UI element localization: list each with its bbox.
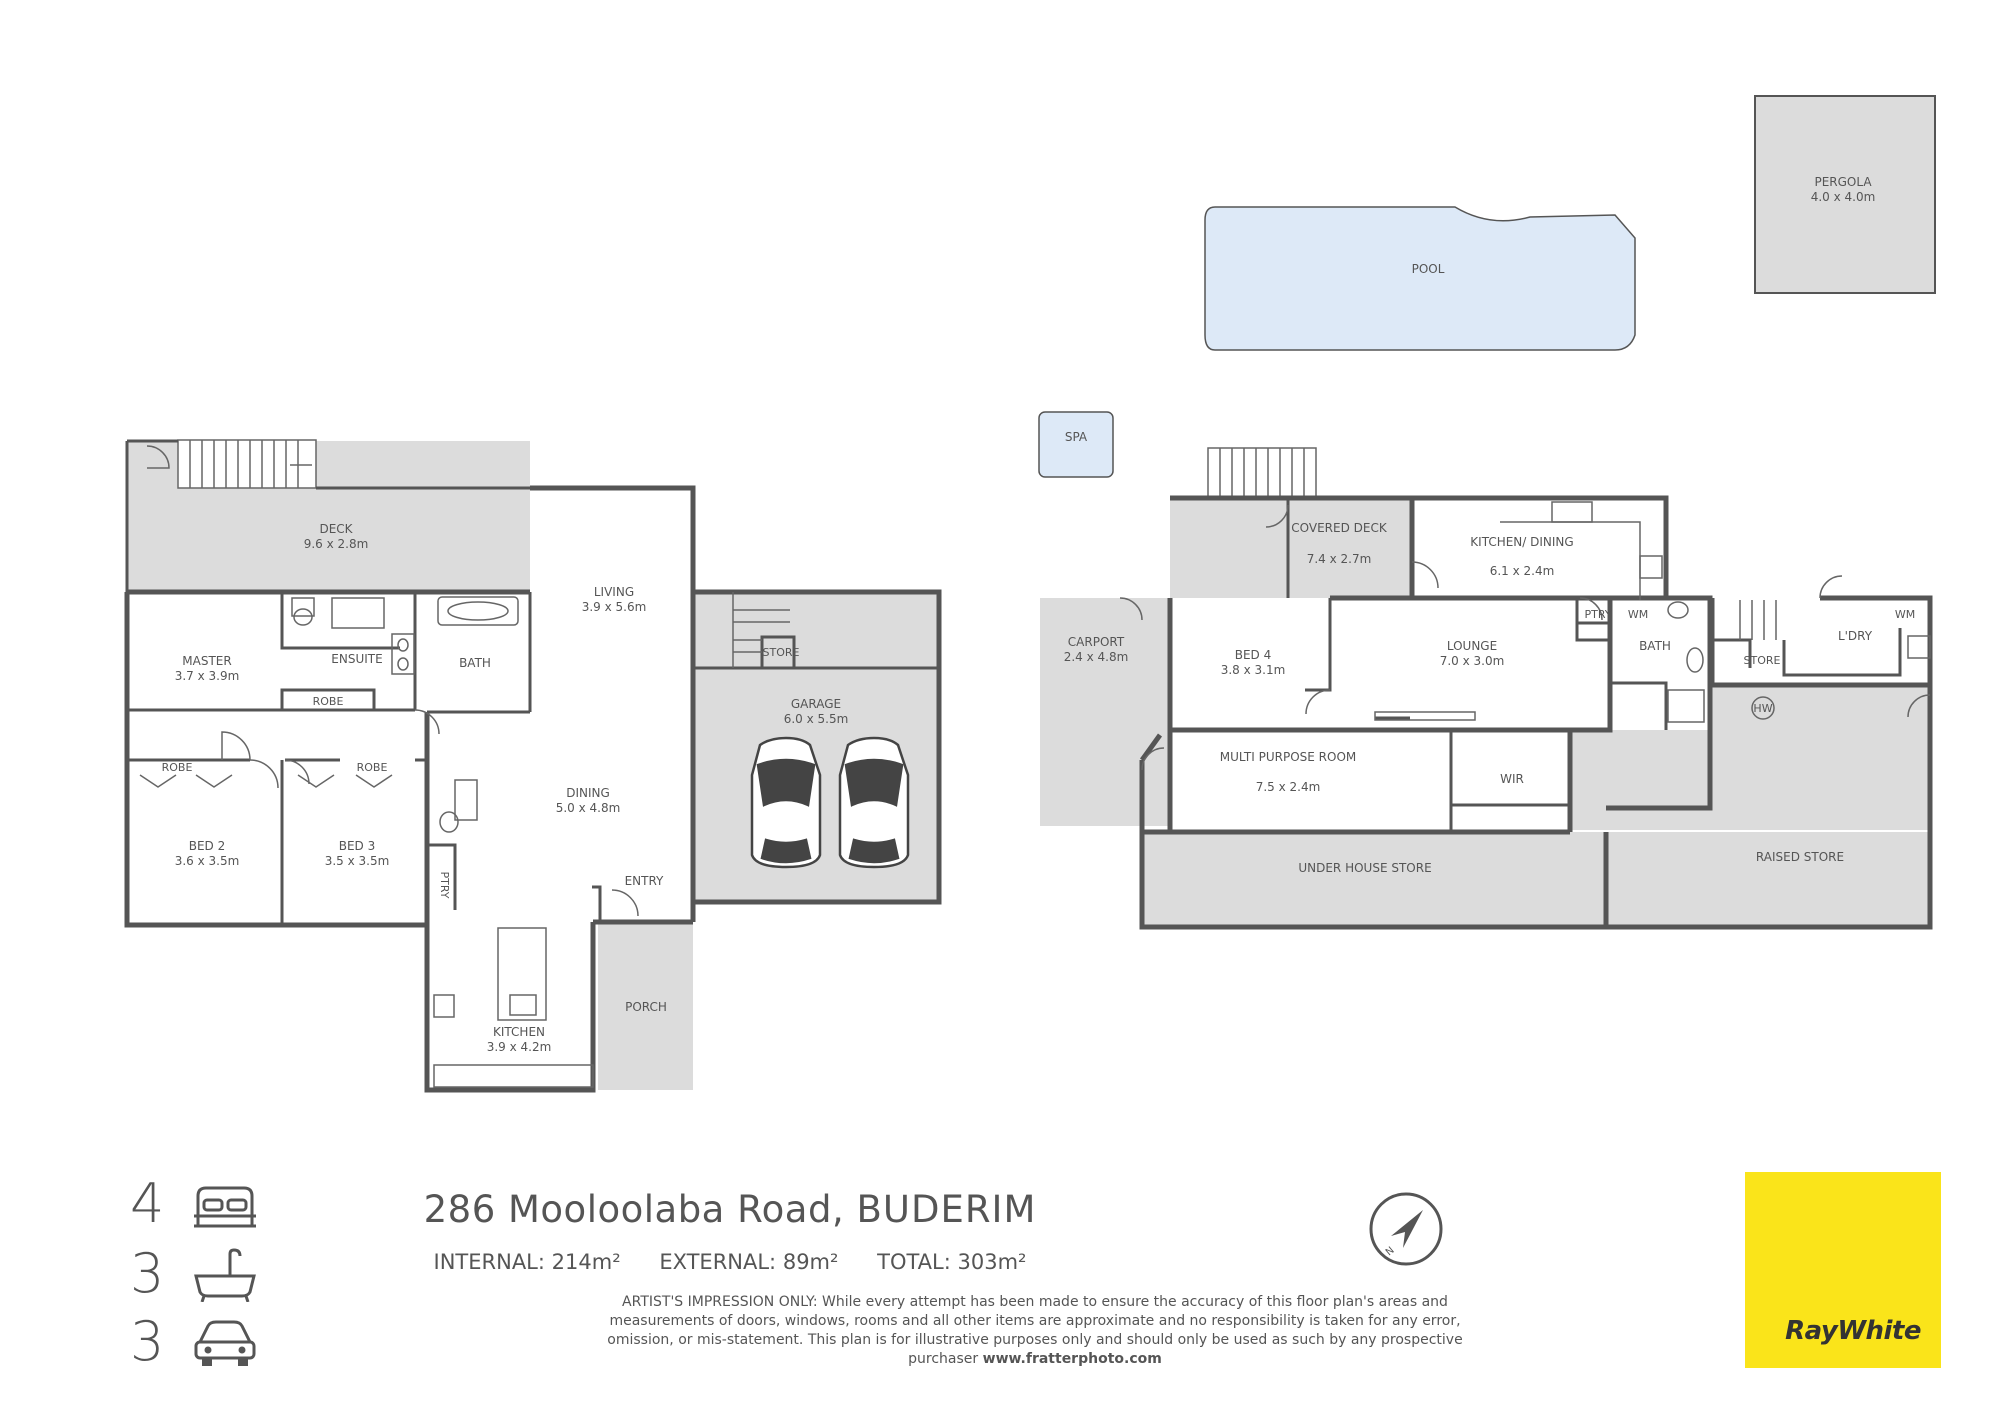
room-size: 7.0 x 3.0m bbox=[1440, 654, 1505, 668]
room-name: BATH bbox=[1639, 639, 1671, 653]
car-icon bbox=[194, 1320, 256, 1366]
internal-area-label: INTERNAL: bbox=[433, 1250, 545, 1274]
room-size: 7.5 x 2.4m bbox=[1256, 780, 1321, 794]
disclaimer-lead: ARTIST'S IMPRESSION ONLY: bbox=[622, 1294, 818, 1310]
room-name: ROBE bbox=[313, 695, 344, 708]
room-name: LOUNGE bbox=[1447, 639, 1497, 653]
bed-count: 4 bbox=[130, 1172, 260, 1235]
room-name: ENTRY bbox=[625, 874, 664, 888]
internal-area: INTERNAL: 214m² bbox=[434, 1250, 621, 1274]
room-size: 6.0 x 5.5m bbox=[784, 712, 849, 726]
room-size: 3.7 x 3.9m bbox=[175, 669, 240, 683]
floor-plan: DECK 9.6 x 2.8m LIVING 3.9 x 5.6m MASTER… bbox=[124, 95, 1936, 1093]
room-name: RAISED STORE bbox=[1756, 850, 1844, 864]
room-size: 6.1 x 2.4m bbox=[1490, 564, 1555, 578]
room-name: ROBE bbox=[162, 761, 193, 774]
external-area-label: EXTERNAL: bbox=[659, 1250, 777, 1274]
bed-count-value: 4 bbox=[130, 1172, 165, 1235]
property-address: 286 Mooloolaba Road, BUDERIM bbox=[0, 1188, 1460, 1231]
total-area: TOTAL: 303m² bbox=[877, 1250, 1026, 1274]
car-shape bbox=[750, 736, 822, 869]
car-shape bbox=[838, 736, 910, 869]
room-name: GARAGE bbox=[791, 697, 841, 711]
room-size: 9.6 x 2.8m bbox=[304, 537, 369, 551]
room-name: HW bbox=[1753, 702, 1772, 715]
total-area-value: 303m² bbox=[957, 1250, 1027, 1274]
room-name: PORCH bbox=[625, 1000, 667, 1014]
raywhite-logo: RayWhite bbox=[1745, 1172, 1941, 1368]
room-name: CARPORT bbox=[1068, 635, 1125, 649]
room-name: KITCHEN/ DINING bbox=[1470, 535, 1573, 549]
room-size: 5.0 x 4.8m bbox=[556, 801, 621, 815]
disclaimer-body: While every attempt has been made to ens… bbox=[607, 1294, 1463, 1367]
room-name: DECK bbox=[319, 522, 353, 536]
plan-footer: 4 3 3 286 Mooloolaba Road, BUDERIM bbox=[0, 1150, 2000, 1414]
room-labels: DECK 9.6 x 2.8m LIVING 3.9 x 5.6m MASTER… bbox=[162, 175, 1916, 1054]
room-name: UNDER HOUSE STORE bbox=[1298, 861, 1431, 875]
room-name: KITCHEN bbox=[493, 1025, 545, 1039]
logo-text: RayWhite bbox=[1785, 1316, 1921, 1346]
lower-floor bbox=[1038, 95, 1936, 930]
address-suburb: BUDERIM bbox=[856, 1188, 1037, 1231]
room-name: BED 3 bbox=[339, 839, 376, 853]
room-name: COVERED DECK bbox=[1291, 521, 1388, 535]
bed-icon bbox=[194, 1186, 256, 1227]
room-size: 3.6 x 3.5m bbox=[175, 854, 240, 868]
room-name: SPA bbox=[1065, 430, 1088, 444]
disclaimer-site[interactable]: www.fratterphoto.com bbox=[982, 1351, 1162, 1367]
bath-count-value: 3 bbox=[130, 1242, 165, 1305]
bath-count: 3 bbox=[130, 1242, 260, 1305]
room-name: WM bbox=[1628, 608, 1648, 621]
room-size: 2.4 x 4.8m bbox=[1064, 650, 1129, 664]
upper-floor bbox=[124, 439, 942, 1093]
room-name: BED 4 bbox=[1235, 648, 1272, 662]
room-size: 3.5 x 3.5m bbox=[325, 854, 390, 868]
room-name: PERGOLA bbox=[1814, 175, 1872, 189]
room-name: STORE bbox=[763, 646, 800, 659]
room-name: BATH bbox=[459, 656, 491, 670]
car-count: 3 bbox=[130, 1310, 260, 1373]
room-name: MASTER bbox=[182, 654, 231, 668]
compass-north-icon: N bbox=[1369, 1192, 1443, 1266]
room-name: POOL bbox=[1412, 262, 1445, 276]
room-name: LIVING bbox=[594, 585, 634, 599]
bathtub-icon bbox=[194, 1247, 256, 1302]
total-area-label: TOTAL: bbox=[877, 1250, 951, 1274]
room-size: 7.4 x 2.7m bbox=[1307, 552, 1372, 566]
room-name: PTRY bbox=[1584, 608, 1611, 621]
floor-areas: INTERNAL: 214m² EXTERNAL: 89m² TOTAL: 30… bbox=[0, 1250, 1460, 1274]
room-name: BED 2 bbox=[189, 839, 226, 853]
external-area-value: 89m² bbox=[782, 1250, 839, 1274]
room-name: WM bbox=[1895, 608, 1915, 621]
room-size: 3.8 x 3.1m bbox=[1221, 663, 1286, 677]
room-name: ROBE bbox=[357, 761, 388, 774]
room-name: DINING bbox=[566, 786, 610, 800]
pool-shape bbox=[1204, 206, 1636, 351]
room-name: ENSUITE bbox=[331, 652, 382, 666]
room-size: 3.9 x 4.2m bbox=[487, 1040, 552, 1054]
address-street: 286 Mooloolaba Road, bbox=[423, 1188, 845, 1231]
room-size: 3.9 x 5.6m bbox=[582, 600, 647, 614]
room-size: 4.0 x 4.0m bbox=[1811, 190, 1876, 204]
external-area: EXTERNAL: 89m² bbox=[659, 1250, 838, 1274]
room-name: STORE bbox=[1744, 654, 1781, 667]
room-name: MULTI PURPOSE ROOM bbox=[1220, 750, 1357, 764]
internal-area-value: 214m² bbox=[551, 1250, 621, 1274]
room-name: WIR bbox=[1500, 772, 1524, 786]
car-count-value: 3 bbox=[130, 1310, 165, 1373]
room-name: L'DRY bbox=[1838, 629, 1873, 643]
room-name: PTRY bbox=[438, 871, 451, 898]
disclaimer: ARTIST'S IMPRESSION ONLY: While every at… bbox=[590, 1293, 1480, 1369]
